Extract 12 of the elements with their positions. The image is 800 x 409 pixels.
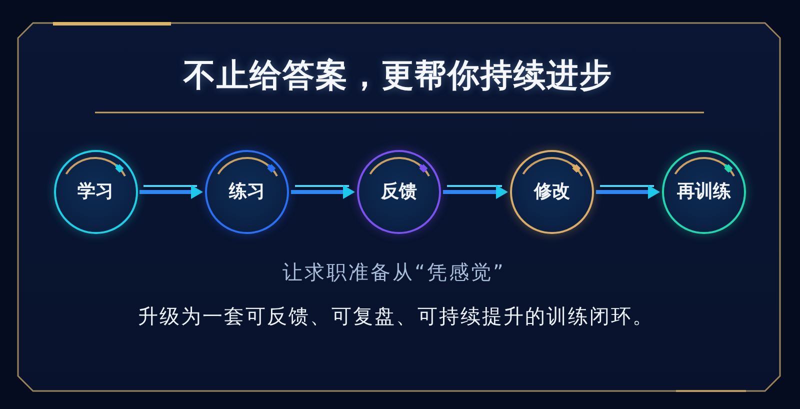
arrow (138, 185, 203, 199)
arrow (595, 185, 660, 199)
step-label: 修改 (534, 181, 570, 203)
subtitle-text: 让求职准备从“凭感觉” (282, 260, 506, 284)
step-label: 学习 (78, 181, 114, 203)
arrow (442, 185, 508, 199)
step-label: 再训练 (677, 181, 731, 203)
arrow (290, 185, 355, 199)
step-label: 练习 (229, 181, 265, 203)
subtitle-text: 升级为一套可反馈、可复盘、可持续提升的训练闭环。 (138, 304, 654, 328)
title: 不止给答案，更帮你持续进步 (184, 56, 612, 94)
step-label: 反馈 (381, 181, 417, 203)
